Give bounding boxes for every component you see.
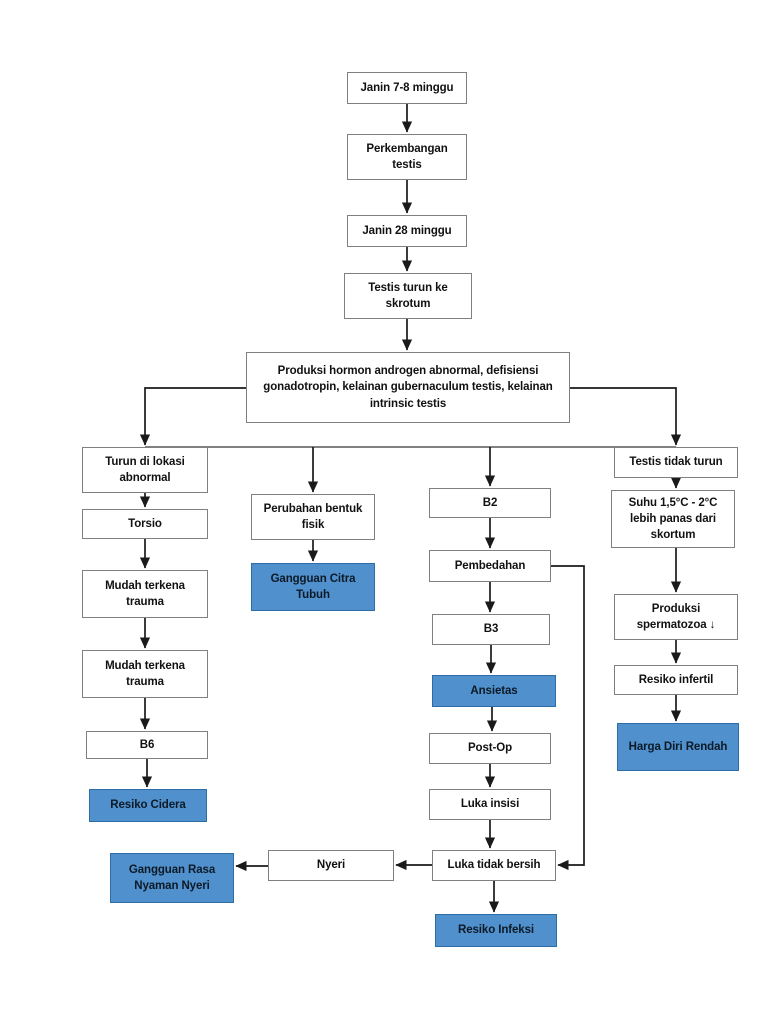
node-label: Janin 28 minggu [362,224,452,237]
node-resiko-infeksi[interactable]: Resiko Infeksi [435,914,557,947]
node-nyeri[interactable]: Nyeri [268,850,394,881]
node-mudah-terkena-trauma-1[interactable]: Mudah terkena trauma [82,570,208,618]
node-turun-di-lokasi-abnormal[interactable]: Turun di lokasi abnormal [82,447,208,493]
node-janin-28-minggu[interactable]: Janin 28 minggu [347,215,467,247]
node-mudah-terkena-trauma-2[interactable]: Mudah terkena trauma [82,650,208,698]
node-label: B6 [139,738,155,751]
node-label: Luka tidak bersih [447,859,541,872]
node-label: Mudah terkena trauma [105,659,185,688]
node-label: Harga Diri Rendah [628,740,728,753]
node-label: Resiko infertil [638,673,714,686]
node-luka-tidak-bersih[interactable]: Luka tidak bersih [432,850,556,881]
node-luka-insisi[interactable]: Luka insisi [429,789,551,820]
node-label: Janin 7-8 minggu [360,81,454,94]
node-produksi-hormon-androgen-abnormal[interactable]: Produksi hormon androgen abnormal, defis… [246,352,570,423]
node-label: Perubahan bentuk fisik [263,502,363,531]
node-label: Ansietas [470,684,518,697]
node-label: Resiko Infeksi [458,924,534,937]
node-label: Produksi hormon androgen abnormal, defis… [263,365,553,410]
node-gangguan-citra-tubuh[interactable]: Gangguan Citra Tubuh [251,563,375,611]
node-label: B3 [483,623,499,636]
node-label: Torsio [128,517,162,530]
node-b6[interactable]: B6 [86,731,208,759]
node-label: B2 [482,496,498,509]
node-testis-turun-ke-skrotum[interactable]: Testis turun ke skrotum [344,273,472,319]
node-label: Gangguan Citra Tubuh [270,572,356,601]
node-perkembangan-testis[interactable]: Perkembangan testis [347,134,467,180]
node-post-op[interactable]: Post-Op [429,733,551,764]
node-label: Luka insisi [460,798,520,811]
node-janin-7-8-minggu[interactable]: Janin 7-8 minggu [347,72,467,104]
node-pembedahan[interactable]: Pembedahan [429,550,551,582]
node-label: Post-Op [467,742,513,755]
node-b3[interactable]: B3 [432,614,550,645]
edge-pembedahan-to-luka-loop [551,565,585,871]
node-label: Pembedahan [454,559,526,572]
node-perubahan-bentuk-fisik[interactable]: Perubahan bentuk fisik [251,494,375,540]
node-label: Nyeri [316,859,346,872]
node-label: Produksi spermatozoa ↓ [636,602,716,631]
node-label: Perkembangan testis [366,142,448,171]
node-label: Mudah terkena trauma [105,579,185,608]
node-label: Resiko Cidera [110,799,186,812]
node-label: Turun di lokasi abnormal [105,455,185,484]
node-gangguan-rasa-nyaman-nyeri[interactable]: Gangguan Rasa Nyaman Nyeri [110,853,234,903]
node-resiko-cidera[interactable]: Resiko Cidera [89,789,207,822]
node-testis-tidak-turun[interactable]: Testis tidak turun [614,447,738,478]
node-ansietas[interactable]: Ansietas [432,675,556,707]
node-produksi-spermatozoa-turun[interactable]: Produksi spermatozoa ↓ [614,594,738,640]
node-label: Gangguan Rasa Nyaman Nyeri [128,863,216,892]
node-label: Suhu 1,5°C - 2°C lebih panas dari skortu… [628,496,718,542]
edge-group-bus-drops [307,447,496,493]
node-b2[interactable]: B2 [429,488,551,518]
node-resiko-infertil[interactable]: Resiko infertil [614,665,738,695]
node-harga-diri-rendah[interactable]: Harga Diri Rendah [617,723,739,771]
node-suhu-lebih-panas[interactable]: Suhu 1,5°C - 2°C lebih panas dari skortu… [611,490,735,548]
node-torsio[interactable]: Torsio [82,509,208,539]
node-label: Testis tidak turun [629,456,723,469]
node-label: Testis turun ke skrotum [368,281,448,310]
